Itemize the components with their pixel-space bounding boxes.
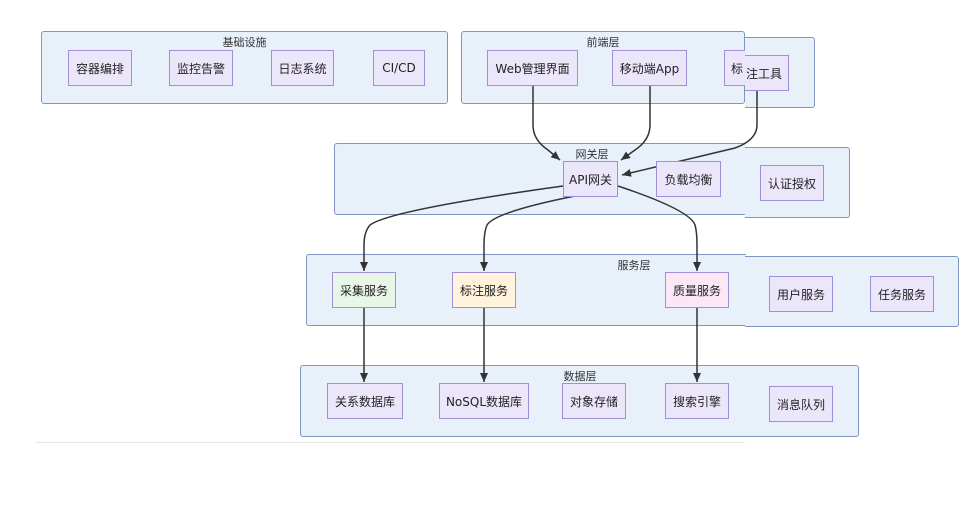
node-logging-system: 日志系统 [271,50,334,86]
cluster-infrastructure-title: 基础设施 [222,36,267,49]
node-auth: 认证授权 [760,165,824,201]
cluster-frontend-title: 前端层 [586,36,620,49]
node-load-balancer: 负载均衡 [656,161,721,197]
divider-line [35,442,745,443]
node-user-service: 用户服务 [769,276,833,312]
node-container-orchestration: 容器编排 [68,50,132,86]
cluster-data-title: 数据层 [563,370,597,383]
node-annotation-tool-right-fragment: 注工具 [745,55,789,91]
node-web-admin-ui: Web管理界面 [487,50,578,86]
cluster-gateway-title: 网关层 [575,148,609,161]
node-nosql-database: NoSQL数据库 [439,383,529,419]
node-api-gateway: API网关 [563,161,618,197]
node-relational-database: 关系数据库 [327,383,403,419]
node-cicd: CI/CD [373,50,425,86]
node-search-engine: 搜索引擎 [665,383,729,419]
node-annotation-tool-left-fragment: 标 [724,50,745,86]
node-annotation-service: 标注服务 [452,272,516,308]
node-monitoring-alerts: 监控告警 [169,50,233,86]
node-message-queue: 消息队列 [769,386,833,422]
node-collection-service: 采集服务 [332,272,396,308]
node-quality-service: 质量服务 [665,272,729,308]
node-object-storage: 对象存储 [562,383,626,419]
node-task-service: 任务服务 [870,276,934,312]
node-mobile-app: 移动端App [612,50,687,86]
